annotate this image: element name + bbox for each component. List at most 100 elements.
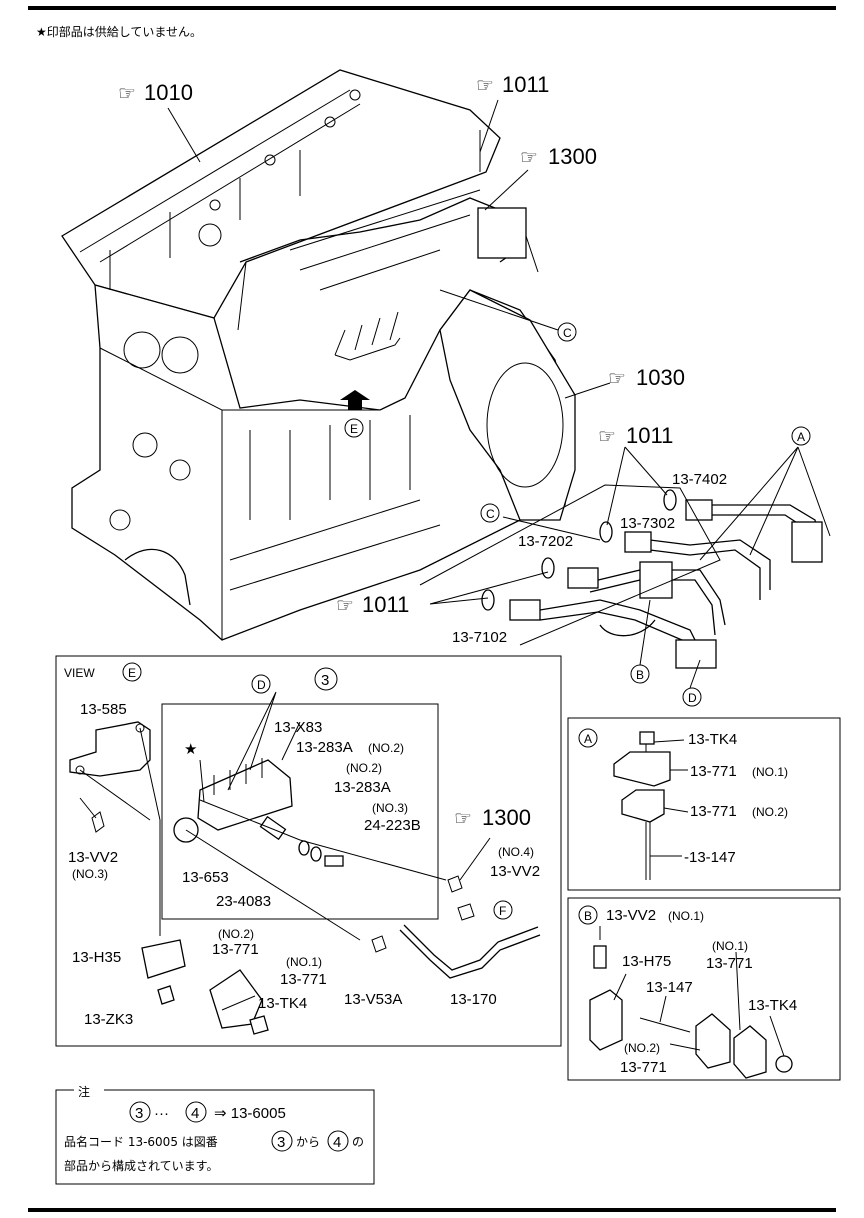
part-13-vv2-left: 13-VV2 [68,849,118,866]
box-b-13-771-bot: 13-771 [620,1059,667,1076]
part-13-h35: 13-H35 [72,949,121,966]
part-13-7202: 13-7202 [518,533,573,550]
box-a-13-771-no2: 13-771 [690,803,737,820]
note-frame [55,1089,375,1185]
callout-d-engine: D [688,691,697,705]
box-b-13-147: 13-147 [646,979,693,996]
box-a-labels: 13-TK4 13-771 (NO.1) 13-771 (NO.2) -13-1… [684,731,788,866]
ref-1011-mid: 1011 [626,423,673,448]
ref-1030: 1030 [636,365,685,390]
hand-icon: ☞ [336,595,354,617]
part-no1-771: (NO.1) [286,955,322,969]
box-b-diagram: B [578,905,793,1079]
box-a-13-771-no1: 13-771 [690,763,737,780]
ref-1300-view: 1300 [482,805,531,830]
hand-icon: ☞ [520,147,538,169]
part-13-7402: 13-7402 [672,471,727,488]
note-line3: 部品から構成されています。 [64,1158,218,1173]
box-b-no2: (NO.2) [624,1041,660,1055]
ref-1011-low: 1011 [362,592,409,617]
part-13-zk3: 13-ZK3 [84,1011,133,1028]
part-no3-left: (NO.3) [72,867,108,881]
view-e-diagram: VIEW E D 3 F [64,662,541,1035]
ref-1011-top: 1011 [502,72,549,97]
note: 注 3 ··· 4 ⇒ 13-6005 品名コード 13-6005 は図番 3 … [64,1084,364,1173]
hand-icon: ☞ [608,368,626,390]
hand-icon: ☞ [476,75,494,97]
view-e-labels: 13-585 ★ 13-X83 13-283A (NO.2) (NO.2) 13… [68,701,540,1028]
part-13-7102: 13-7102 [452,629,507,646]
callout-a: A [797,430,805,444]
ref-1300-top: 1300 [548,144,597,169]
bottom-rule [28,1208,836,1212]
header-note: ★印部品は供給していません。 [36,24,202,39]
box-b-13-vv2: 13-VV2 [606,907,656,924]
part-no2-b: (NO.2) [346,761,382,775]
part-13-771-a: 13-771 [212,941,259,958]
part-13-170: 13-170 [450,991,497,1008]
view-callout-d: D [257,678,266,692]
part-13-7302: 13-7302 [620,515,675,532]
note-arrow: ⇒ 13-6005 [214,1105,286,1122]
callout-c-top: C [563,326,572,340]
part-no3: (NO.3) [372,801,408,815]
part-13-tk4: 13-TK4 [258,995,307,1012]
box-a-callout: A [584,732,592,746]
hand-icon: ☞ [118,83,136,105]
part-23-4083: 23-4083 [216,893,271,910]
ref-1010: 1010 [144,80,193,105]
view-callout-f: F [499,904,506,918]
box-b-13-771-top: 13-771 [706,955,753,972]
box-b-frame [567,897,841,1081]
box-b-13-h75: 13-H75 [622,953,671,970]
top-rule [28,6,836,10]
callout-b: B [636,668,644,682]
part-no2-a: (NO.2) [368,741,404,755]
part-13-771-b: 13-771 [280,971,327,988]
box-b-13-tk4: 13-TK4 [748,997,797,1014]
part-13-283a-no2: 13-283A [296,739,353,756]
hand-icon: ☞ [598,426,616,448]
note-line2-a: 品名コード 13-6005 は図番 [64,1134,218,1149]
box-b-labels: 13-VV2 (NO.1) 13-H75 (NO.1) 13-771 13-14… [606,907,797,1076]
view-callout-e: E [128,666,136,680]
hand-icon: ☞ [454,808,472,830]
note-dots: ··· [154,1105,169,1122]
note-line2-circle-3: 3 [277,1134,285,1151]
view-callout-3: 3 [321,672,329,689]
note-circle-4: 4 [191,1105,199,1122]
part-13-v53a: 13-V53A [344,991,402,1008]
box-a-frame [567,717,841,891]
engine-labels: ☞ 1010 ☞ 1011 ☞ 1300 ☞ 1030 ☞ 1011 ☞ 101… [118,72,811,707]
box-b-callout: B [584,909,592,923]
part-13-x83: 13-X83 [274,719,322,736]
box-b-vv2-no: (NO.1) [668,909,704,923]
note-line2-c: の [352,1135,364,1149]
callout-e: E [350,422,358,436]
box-b-no1: (NO.1) [712,939,748,953]
engine-assembly [61,69,576,641]
note-line2-b: から [296,1135,320,1149]
note-title-bg [74,1080,104,1100]
part-24-223b: 24-223B [364,817,421,834]
view-e-inner-frame [161,703,439,920]
box-a-no2: (NO.2) [752,805,788,819]
view-title: VIEW [64,666,95,680]
callout-c-mid: C [486,507,495,521]
view-e-frame [55,655,562,1047]
note-line2-circle-4: 4 [333,1134,341,1151]
part-13-585: 13-585 [80,701,127,718]
leader-lines [167,99,831,689]
note-circle-3: 3 [135,1105,143,1122]
box-a-13-tk4: 13-TK4 [688,731,737,748]
box-a-no1: (NO.1) [752,765,788,779]
part-13-vv2-right: 13-VV2 [490,863,540,880]
part-13-283a: 13-283A [334,779,391,796]
note-title: 注 [78,1084,90,1099]
part-no2-771: (NO.2) [218,927,254,941]
star-icon: ★ [184,741,197,758]
part-no4: (NO.4) [498,845,534,859]
box-a-diagram: A [578,728,689,880]
part-13-653: 13-653 [182,869,229,886]
box-a-13-147: -13-147 [684,849,736,866]
